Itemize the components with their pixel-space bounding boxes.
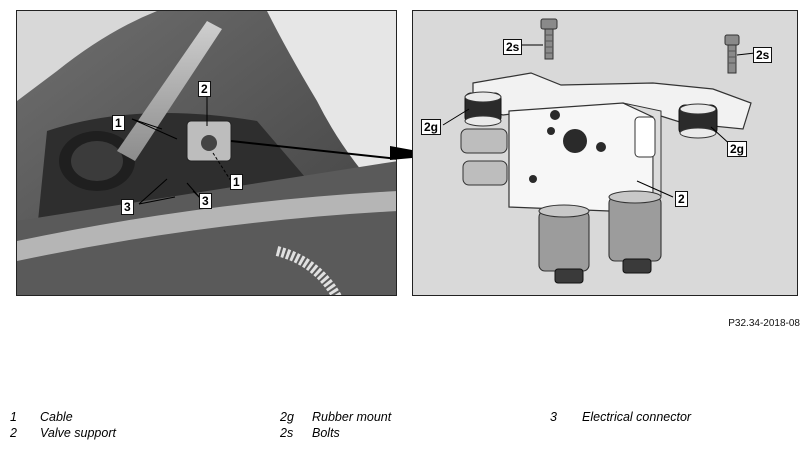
callout-1-lower: 1 <box>230 174 243 190</box>
legend-number: 2s <box>280 426 294 440</box>
callout-2g-left: 2g <box>421 119 442 135</box>
legend-text: Bolts <box>312 426 340 440</box>
figure-code: P32.34-2018-08 <box>728 318 800 329</box>
legend-number: 3 <box>550 410 557 424</box>
callout-2-left: 2 <box>198 81 211 97</box>
callout-2-right: 2 <box>675 191 688 207</box>
callout-2s-right: 2s <box>753 47 773 63</box>
legend-text: Electrical connector <box>582 410 692 424</box>
legend-number: 2g <box>280 410 294 424</box>
underbody-photo: 1 2 1 3 3 <box>16 10 397 296</box>
legend-text: Valve support <box>40 426 116 440</box>
callout-2g-right: 2g <box>727 141 748 157</box>
legend-text: Cable <box>40 410 73 424</box>
valve-detail-drawing: 2s 2s 2g 2g 2 <box>412 10 798 296</box>
legend: 1 Cable 2 Valve support 2g Rubber mount … <box>0 410 810 450</box>
legend-text: Rubber mount <box>312 410 392 424</box>
valve-detail-graphic <box>442 18 756 284</box>
technical-illustration: 1 2 1 3 3 <box>16 10 800 329</box>
callout-2s-left: 2s <box>503 39 523 55</box>
callout-3-left: 3 <box>121 199 134 215</box>
legend-number: 2 <box>10 426 17 440</box>
legend-number: 1 <box>10 410 17 424</box>
underbody-photo-graphic <box>17 11 396 295</box>
callout-1-upper: 1 <box>112 115 125 131</box>
callout-3-right: 3 <box>199 193 212 209</box>
